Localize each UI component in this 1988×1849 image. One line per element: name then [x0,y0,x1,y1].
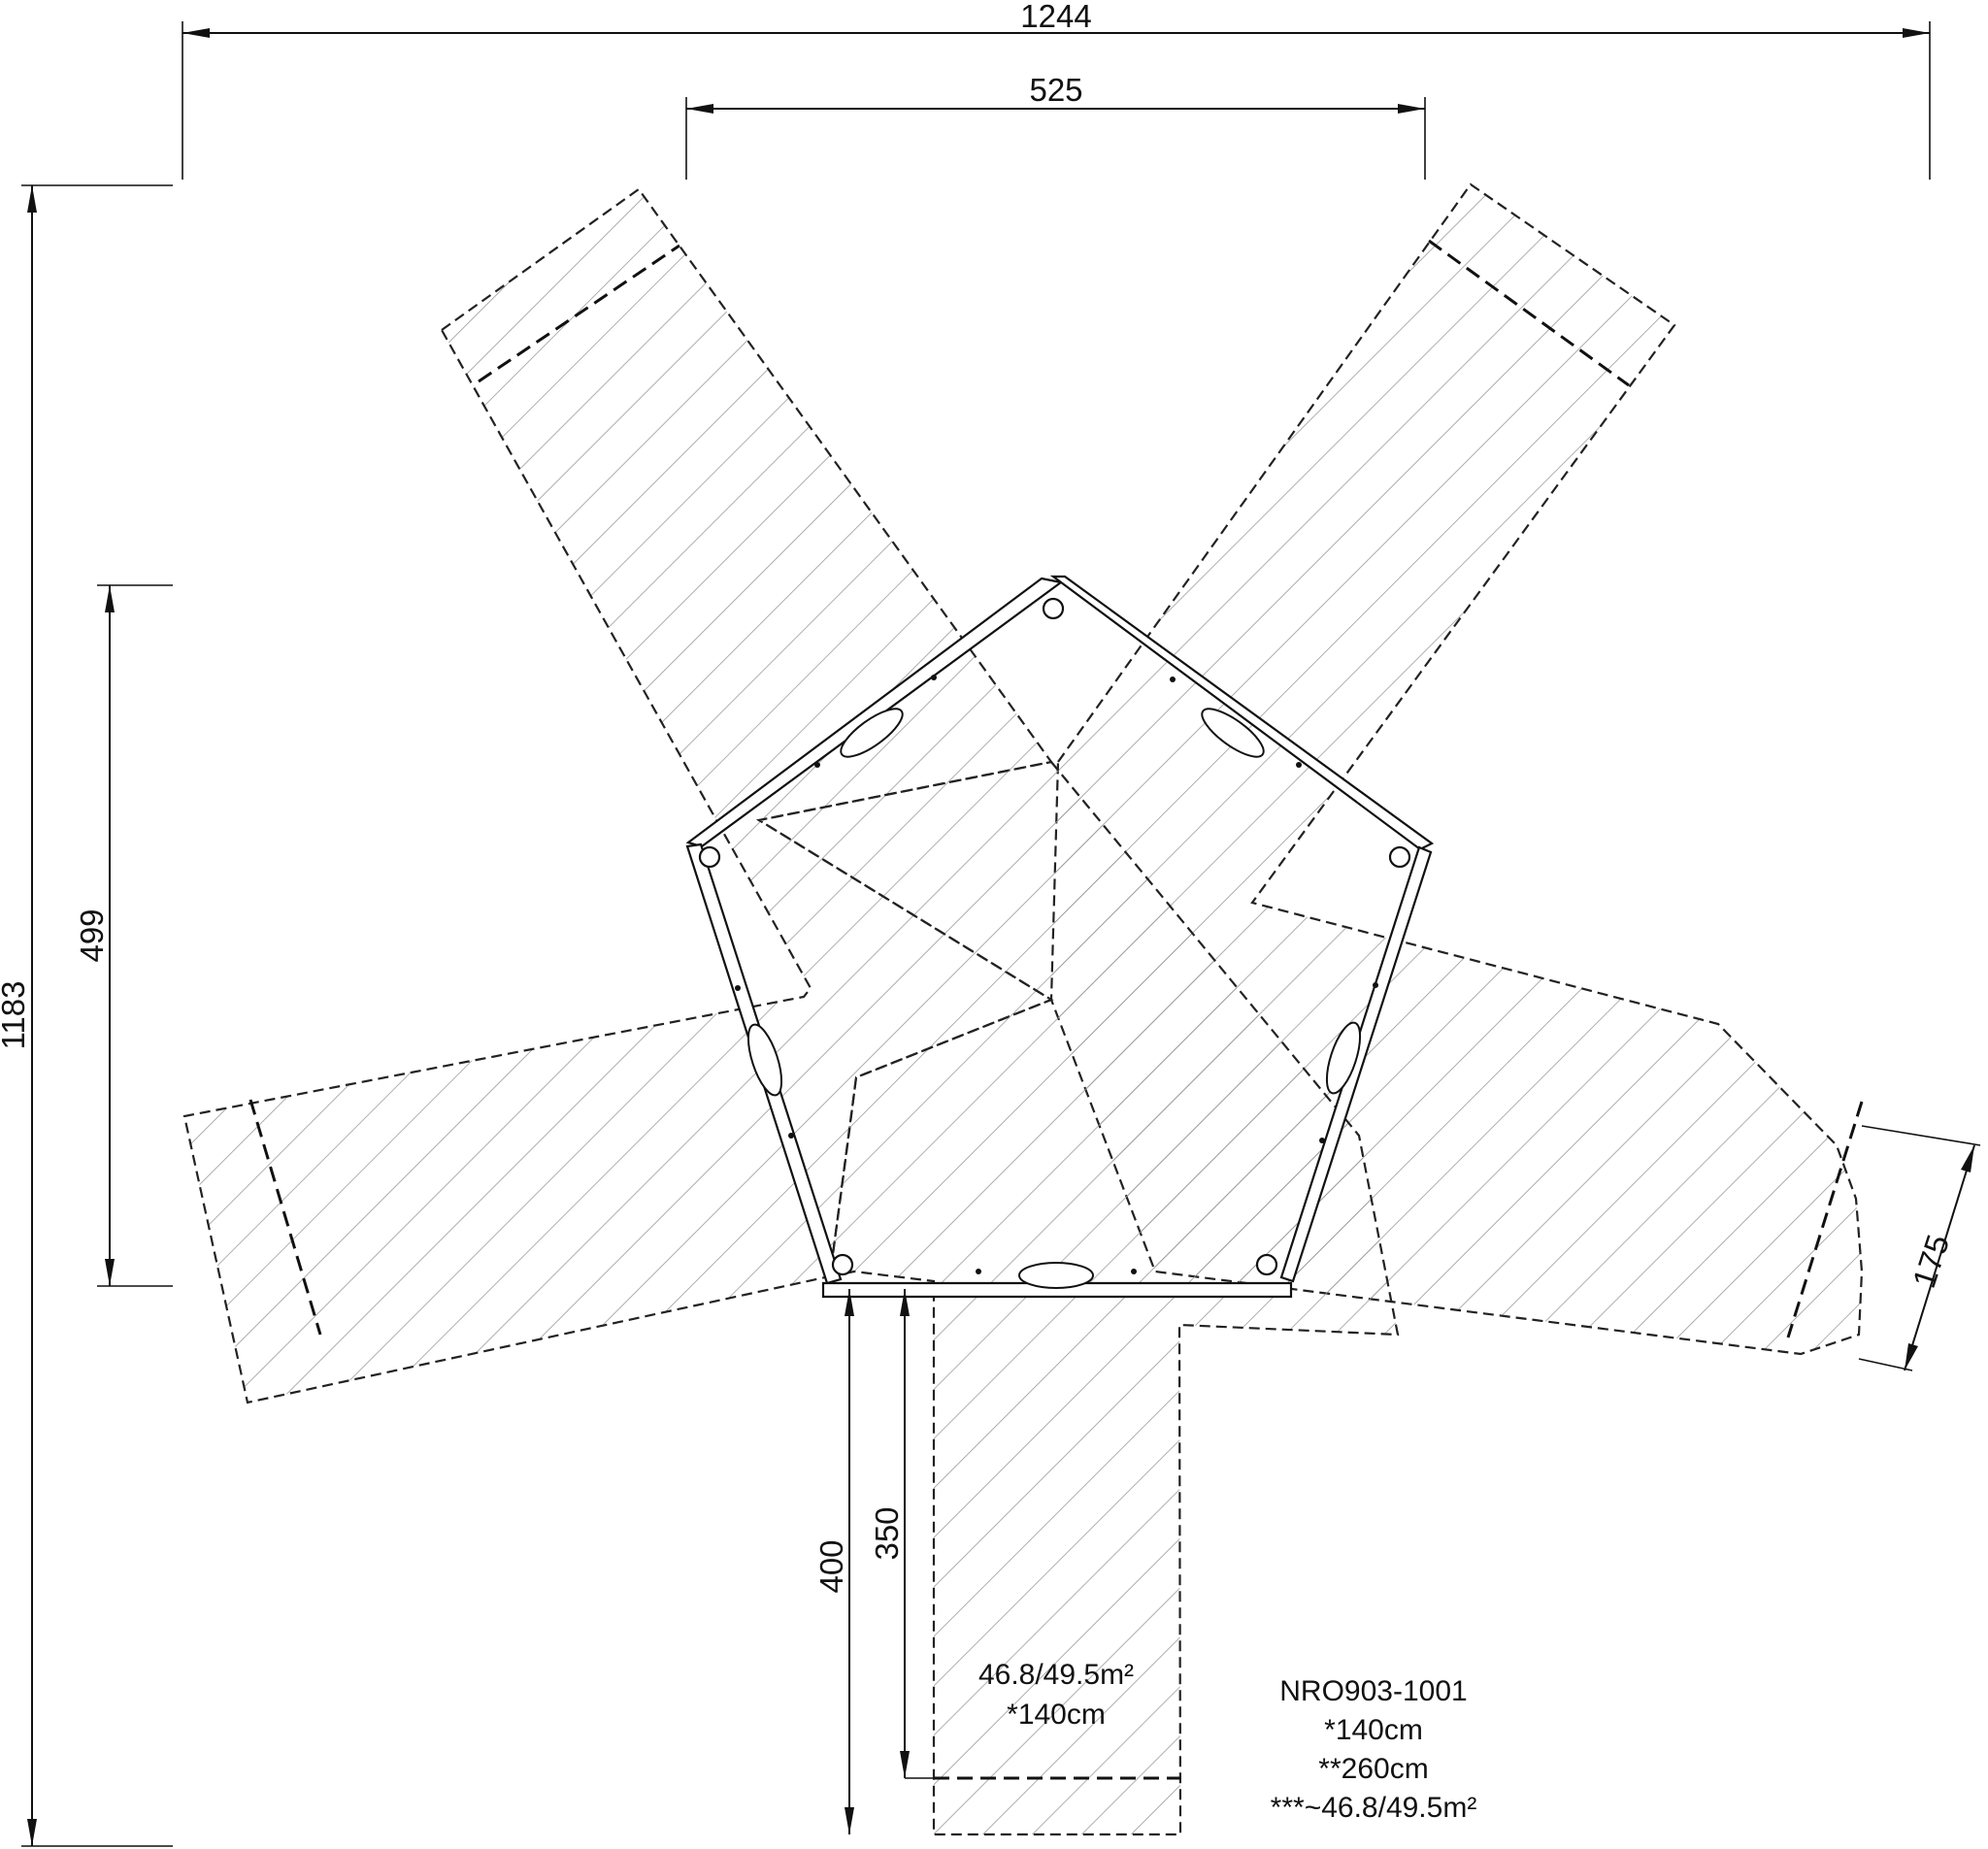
seat-right [1325,1021,1362,1095]
dimension-inner-width-label: 525 [1029,72,1082,108]
dimension-overall-width-label: 1244 [1020,0,1091,34]
posts [698,597,1411,1276]
zone-area-label: 46.8/49.5m² [978,1659,1134,1691]
seat-bottom [1018,1262,1094,1289]
frame-beam-right [1279,845,1433,1283]
safety-zones [182,182,1864,1836]
seat-top-right [1201,708,1265,758]
dimension-overall-depth: 1183 [0,184,173,1847]
cut-line-right [1786,1101,1864,1338]
dimension-zone-width-label: 175 [1905,1231,1956,1293]
post-bottom-left [831,1253,854,1276]
seat-left [746,1023,783,1097]
dimension-zone-length-label: 400 [813,1539,849,1593]
safety-zone-main [756,760,1400,1836]
dimension-zone-length: 400 [813,1289,854,1834]
dimension-overall-depth-label: 1183 [0,981,31,1050]
post-left [698,845,721,869]
seats [746,708,1362,1289]
seat-top-left [840,708,904,758]
cut-line-top-left [478,244,680,383]
pentagon-frame [685,575,1435,1299]
dimension-inner-width: 525 [685,72,1426,180]
zone-cut-lines [248,239,1864,1780]
zone-height-label: *140cm [1007,1699,1106,1731]
dimension-free-length: 350 [869,1289,934,1779]
note-line-1: *140cm [1324,1714,1423,1746]
bolt-details [735,675,1378,1274]
dimension-frame-depth: 499 [74,584,173,1287]
cut-line-left [248,1099,322,1336]
post-right [1388,845,1411,869]
frame-beam-bottom [821,1281,1293,1299]
product-code: NRO903-1001 [1279,1675,1467,1707]
dimension-overall-width: 1244 [182,0,1931,180]
dimension-zone-width: 175 [1858,1125,1981,1371]
post-top [1042,597,1065,620]
zone-label: 46.8/49.5m² *140cm [978,1659,1134,1731]
dimension-frame-depth-label: 499 [74,908,110,962]
cut-line-top-right [1428,239,1630,387]
post-bottom-right [1255,1253,1278,1276]
product-notes: NRO903-1001 *140cm **260cm ***~46.8/49.5… [1271,1675,1477,1824]
note-line-3: ***~46.8/49.5m² [1271,1792,1477,1824]
frame-beam-top-right [1049,575,1435,851]
note-line-2: **260cm [1318,1753,1428,1785]
dimension-free-length-label: 350 [869,1506,905,1560]
